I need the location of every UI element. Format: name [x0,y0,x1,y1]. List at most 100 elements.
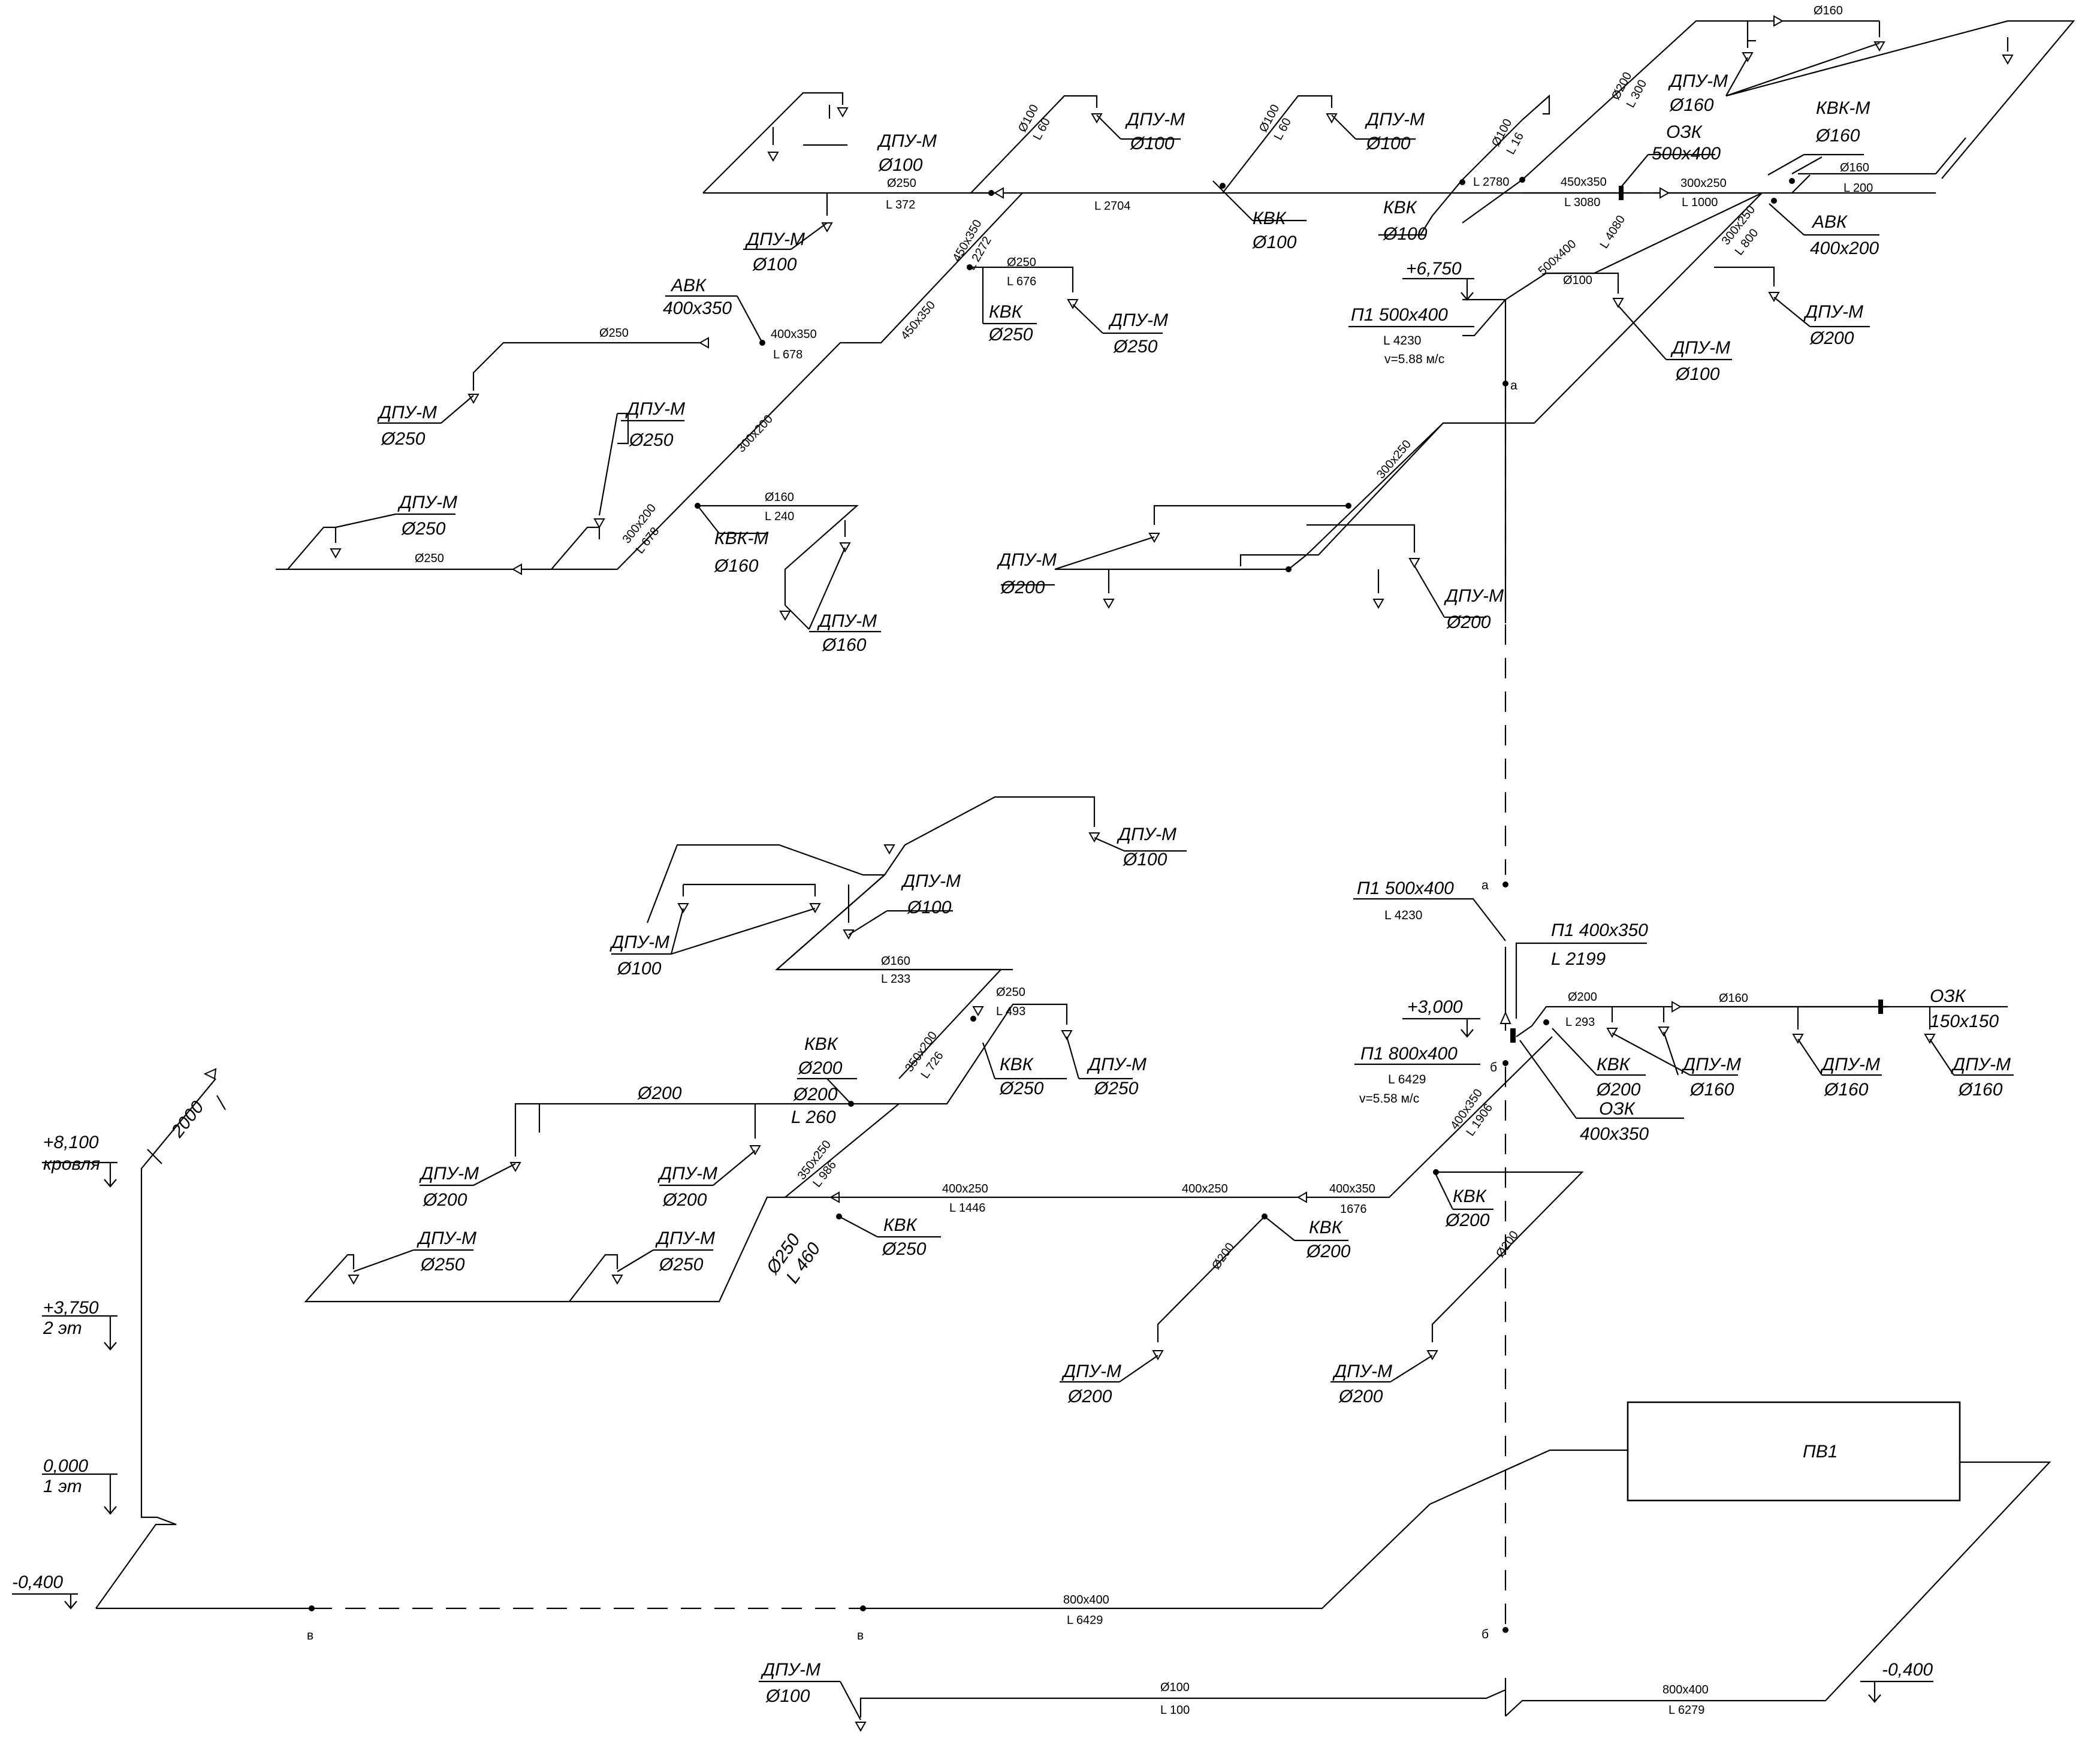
label-ozk-size: 400x350 [1580,1124,1649,1144]
label-d200: Ø200 [662,1190,707,1210]
seg-label: L 6279 [1668,1704,1704,1717]
seg-label: Ø160 [765,491,794,504]
label-d250: Ø250 [1113,337,1158,357]
label-d100: Ø100 [1366,134,1411,153]
label-dpum: ДПУ-М [397,493,457,512]
seg-label: 800x400 [1063,1593,1109,1607]
seg-label: L 260 [791,1107,836,1127]
level-6750: +6,750 [1406,259,1462,279]
label-d250: Ø250 [420,1255,465,1275]
label-dpum: ДПУ-М [377,403,437,422]
label-d200: Ø200 [1446,612,1491,632]
label-dpum: ДПУ-М [1061,1361,1121,1381]
pv1-unit-box [1627,1401,1961,1502]
label-dpum: ДПУ-М [1951,1055,2011,1074]
seg-label: Ø200 [793,1085,838,1104]
p1b-title: П1 400x350 [1551,920,1648,940]
seg-label: Ø250 [415,552,444,565]
label-d100: Ø100 [1130,134,1175,153]
label-ozk-size: 500x400 [1652,144,1721,164]
seg-label: Ø200 [1209,1240,1237,1272]
level-3750: +3,750 [43,1298,99,1318]
ground-network [96,1401,2051,1731]
seg-label: L 493 [996,1005,1025,1018]
label-kvk: КВК [989,302,1024,322]
seg-label: L 678 [773,348,802,361]
label-dpum: ДПУ-М [1670,338,1730,358]
label-d250: Ø250 [401,519,446,539]
seg-label: L 233 [881,973,910,986]
label-d250: Ø250 [1094,1079,1139,1098]
seg-label: L 293 [1565,1016,1595,1029]
label-d100: Ø100 [617,959,662,979]
lower-floor-network [304,796,2014,1383]
label-d160: Ø160 [1669,95,1714,115]
seg-label: L 2780 [1473,176,1509,189]
seg-label: L 3080 [1564,196,1600,209]
label-dpum: ДПУ-М [655,1228,715,1248]
label-avk: АВК [670,276,707,295]
roof-riser [12,1068,226,1610]
label-dpum: ДПУ-М [817,611,877,631]
level-8100: +8,100 [43,1133,99,1152]
label-d100: Ø100 [1383,224,1428,244]
label-d160: Ø160 [714,556,759,576]
level-0000: 0,000 [43,1456,88,1476]
label-avk-size: 400x200 [1810,238,1879,258]
label-kvk: КВК [1597,1055,1631,1074]
mark-v1: в [307,1629,313,1643]
upper-floor-labels: ДПУ-М Ø100 ДПУ-М Ø100 ДПУ-М Ø100 ДПУ-М Ø… [377,4,1879,655]
riser-length: 2000 [167,1097,208,1142]
label-dpum: ДПУ-М [997,550,1057,570]
label-avk: АВК [1811,212,1848,232]
label-kvk: КВК [1309,1218,1344,1237]
p1a-length: L 4230 [1384,908,1422,922]
seg-label: L 100 [1160,1704,1190,1717]
seg-label: Ø160 [1840,161,1869,174]
label-d100: Ø100 [1252,233,1297,252]
label-dpum: ДПУ-М [1125,110,1185,129]
label-dpum: ДПУ-М [1803,302,1863,322]
label-pv1: ПВ1 [1803,1442,1837,1462]
label-kvk: КВК [804,1034,839,1054]
p1-upper-velocity: v=5.88 м/с [1384,352,1444,366]
label-d100: Ø100 [878,155,923,175]
label-d200: Ø200 [1445,1210,1490,1230]
lower-floor-labels: П1 500x400 L 4230 а П1 400x350 L 2199 +3… [417,825,2011,1406]
p1b-length: L 2199 [1551,949,1606,969]
seg-label: Ø250 [599,327,629,340]
p1c-title: П1 800x400 [1360,1044,1458,1064]
seg-label: L 2704 [1094,200,1130,213]
label-ozk: ОЗК [1930,986,1967,1006]
seg-label: L 1000 [1682,196,1718,209]
p1-upper-title: П1 500x400 [1351,305,1448,325]
label-dpum: ДПУ-М [610,932,669,952]
seg-label: 800x400 [1662,1683,1709,1696]
label-dpum: ДПУ-М [1820,1055,1880,1074]
seg-label: L 4080 [1598,213,1628,251]
label-d200: Ø200 [1067,1387,1112,1406]
label-d200: Ø200 [1000,578,1045,597]
seg-label: 450x350 [1561,176,1607,189]
label-kvkm: КВК-М [1816,98,1870,118]
level-3000: +3,000 [1407,997,1463,1017]
level-m0400-right: -0,400 [1882,1660,1933,1680]
seg-label: L 6429 [1067,1614,1103,1627]
level-roof: кровля [43,1154,100,1174]
seg-label: 400x350 [771,328,817,341]
label-d200: Ø200 [1338,1387,1383,1406]
seg-label: Ø250 [996,986,1025,999]
seg-label: 450x350 [898,298,938,342]
label-d160: Ø160 [822,635,867,655]
label-avk-size: 400x350 [663,298,732,318]
seg-label: Ø100 [1563,274,1592,287]
mark-a-lower: а [1482,878,1489,892]
seg-label: Ø160 [881,955,910,968]
label-d160: Ø160 [1824,1080,1869,1100]
label-d200: Ø200 [1596,1080,1641,1100]
level-1st-floor: 1 эт [43,1477,82,1496]
label-dpum: ДПУ-М [625,399,685,419]
ground-labels: ПВ1 800x400 L 6429 800x400 L 6279 Ø100 L… [307,1442,1933,1717]
label-d250: Ø250 [988,325,1033,345]
